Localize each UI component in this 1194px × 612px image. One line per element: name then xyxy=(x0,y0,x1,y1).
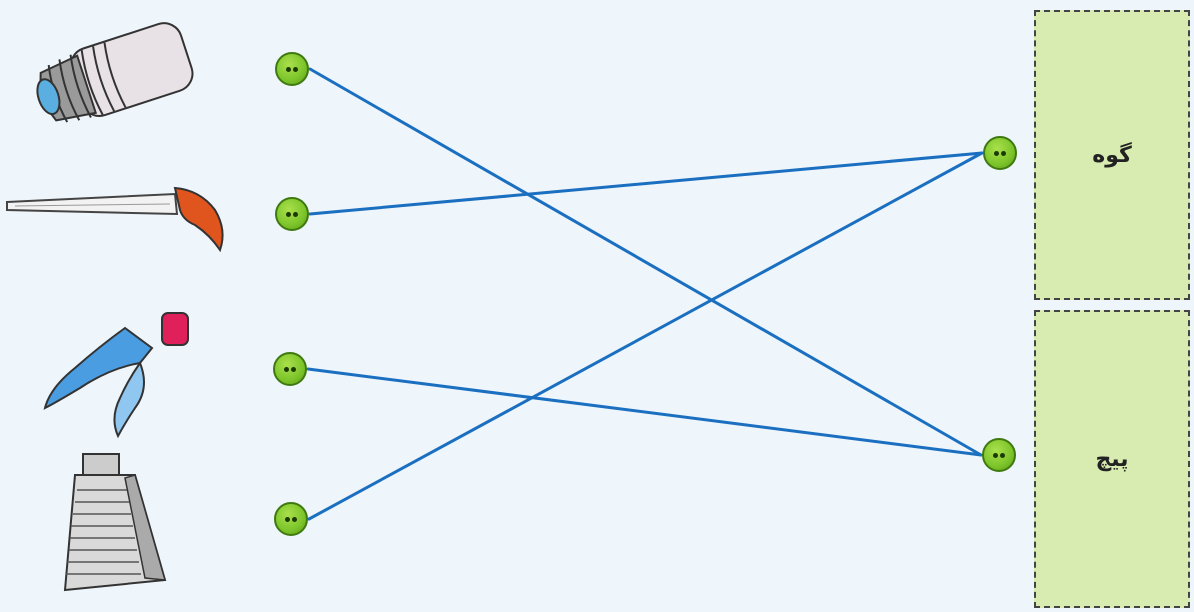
answer-box-label: پیچ xyxy=(1095,446,1129,472)
connection-line xyxy=(308,67,983,457)
knife-icon xyxy=(6,186,224,253)
grater-icon xyxy=(63,453,167,592)
connection-line xyxy=(308,151,984,216)
left-dot-grater[interactable] xyxy=(274,502,308,536)
left-dot-knife[interactable] xyxy=(275,197,309,231)
left-dot-bottle[interactable] xyxy=(273,352,307,386)
left-dot-light-bulb-base[interactable] xyxy=(275,52,309,86)
bottle-icon xyxy=(43,312,189,439)
connection-line xyxy=(306,367,983,457)
connection-line xyxy=(307,151,984,521)
answer-box-label: گوه xyxy=(1092,142,1132,168)
answer-box-screw[interactable]: پیچ xyxy=(1034,310,1190,608)
answer-box-wedge[interactable]: گوه xyxy=(1034,10,1190,300)
bulb-screw-icon xyxy=(36,22,194,123)
right-dot-wedge[interactable] xyxy=(983,136,1017,170)
right-dot-screw[interactable] xyxy=(982,438,1016,472)
